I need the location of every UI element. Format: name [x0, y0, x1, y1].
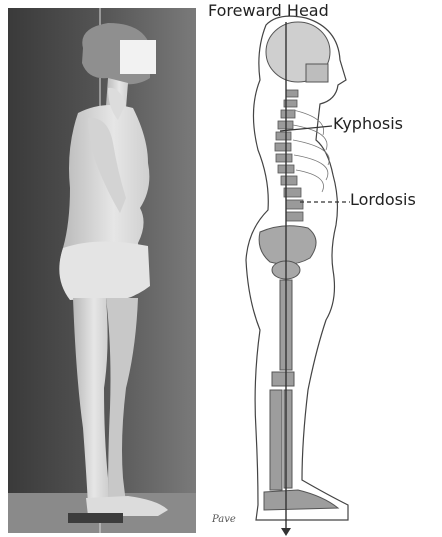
plumb-arrow — [281, 528, 291, 536]
label-kyphosis: Kyphosis — [333, 116, 403, 132]
artist-signature: Pave — [211, 514, 236, 525]
pelvis — [259, 226, 316, 279]
ribs — [293, 110, 329, 192]
posture-photo — [8, 8, 196, 533]
leg-bones — [264, 280, 338, 510]
label-lordosis: Lordosis — [350, 192, 416, 208]
label-forward-head: Foreward Head — [208, 3, 329, 19]
skull — [266, 22, 330, 82]
skeletal-diagram: Pave — [198, 0, 442, 537]
